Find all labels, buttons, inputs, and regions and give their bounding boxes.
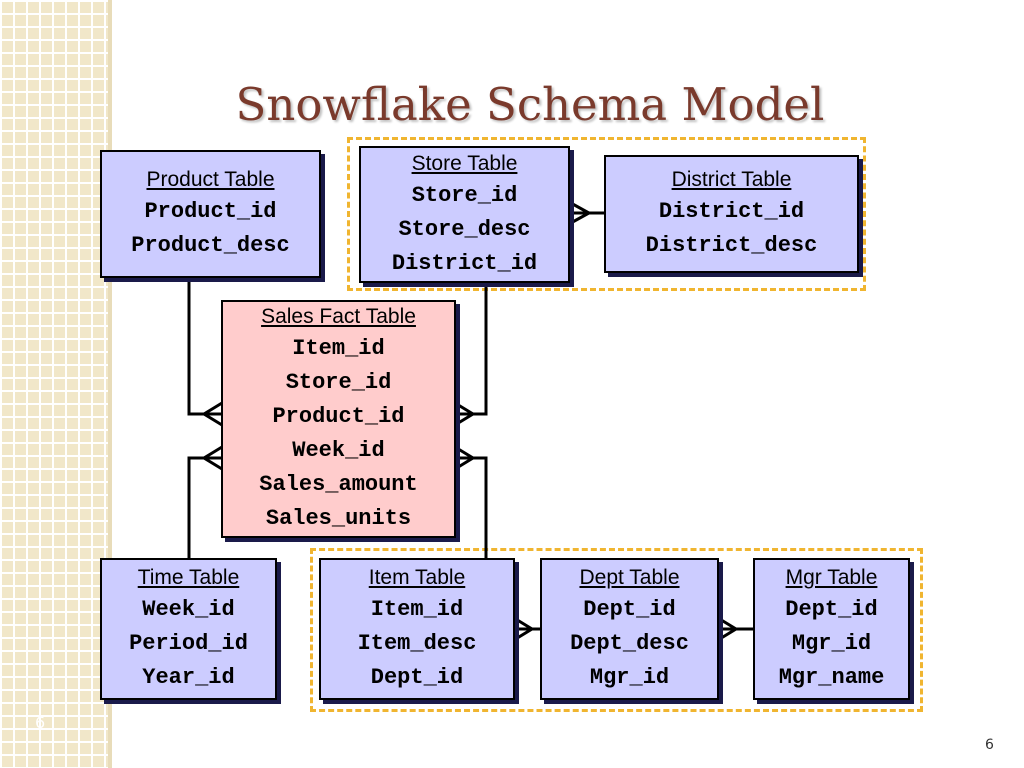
product-table: Product Table Product_id Product_desc [100,150,321,278]
crowfoot-icon [454,401,476,427]
crowfoot-icon [513,616,535,642]
field: Mgr_id [589,665,670,690]
field: Period_id [129,631,248,656]
district-table: District Table District_id District_desc [604,155,859,273]
field: Item_id [292,336,385,361]
crowfoot-icon [201,401,223,427]
item-dept-mgr-group [310,548,923,712]
field: Product_desc [131,233,290,258]
decorative-pattern [0,0,112,768]
item-table: Item Table Item_id Item_desc Dept_id [319,558,515,700]
field: District_desc [645,233,818,258]
item-sales-link [455,456,488,560]
field: Dept_id [583,597,676,622]
field: Store_id [411,182,518,208]
field: District_id [391,250,538,276]
entity-title: Item Table [368,566,466,589]
field: Item_id [370,597,464,622]
field: Dept_id [370,665,464,690]
dept-table: Dept Table Dept_id Dept_desc Mgr_id [540,558,719,700]
crowfoot-icon [568,200,593,226]
field: Product_id [144,199,277,224]
field: Week_id [142,597,235,622]
field: Sales_amount [259,472,418,497]
store-sales-link [455,282,488,416]
field: Dept_id [785,597,878,622]
field: Product_id [272,404,405,429]
mgr-table: Mgr Table Dept_id Mgr_id Mgr_name [753,558,910,700]
crowfoot-icon [717,616,739,642]
field: Year_id [142,665,235,690]
entity-title: Sales Fact Table [261,305,416,328]
entity-title: District Table [671,168,792,191]
entity-title: Dept Table [579,566,680,589]
field: Item_desc [357,631,477,656]
side-number: 6 [35,713,46,732]
entity-title: Product Table [146,168,275,191]
store-district-group [347,137,866,291]
product-sales-link [187,277,222,416]
slide-number: 6 [985,737,994,753]
entity-title: Store Table [411,151,518,175]
field: District_id [658,199,805,224]
page-title: Snowflake Schema Model [235,78,825,131]
field: Mgr_id [791,631,872,656]
field: Store_id [285,370,392,395]
store-table: Store Table Store_id Store_desc District… [359,146,570,283]
field: Store_desc [398,216,531,242]
crowfoot-icon [454,445,476,471]
field: Dept_desc [570,631,689,656]
crowfoot-icon [201,445,223,471]
field: Week_id [292,438,385,463]
entity-title: Mgr Table [785,566,878,589]
time-table: Time Table Week_id Period_id Year_id [100,558,277,700]
sales-fact-table: Sales Fact Table Item_id Store_id Produc… [221,300,456,538]
field: Sales_units [265,506,412,531]
field: Mgr_name [778,665,885,690]
entity-title: Time Table [137,566,240,589]
time-sales-link [187,456,222,560]
